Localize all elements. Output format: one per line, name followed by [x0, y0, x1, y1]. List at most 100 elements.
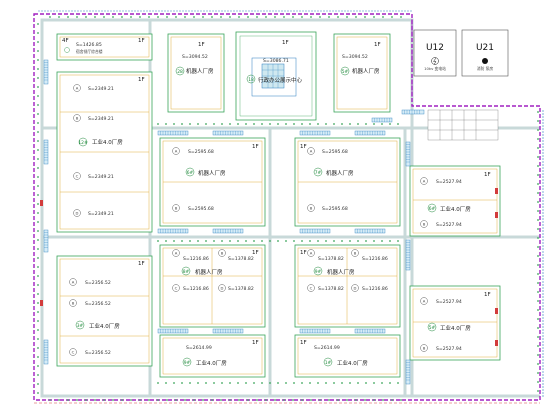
- unit-label: C: [72, 350, 75, 355]
- tree: [181, 382, 183, 384]
- ind-bcl-area: S=2614.99: [186, 345, 212, 351]
- tree: [537, 246, 539, 248]
- robot-mr-floor: 1F: [300, 144, 307, 150]
- ind-rt-floor: 1F: [484, 172, 491, 178]
- unit-label: A: [175, 251, 178, 256]
- tree: [121, 399, 123, 401]
- tree: [37, 140, 39, 142]
- robot-bl-floor: 1F: [252, 250, 259, 256]
- tree: [253, 382, 255, 384]
- tree: [37, 284, 39, 286]
- tree: [205, 240, 207, 242]
- tree: [317, 123, 319, 125]
- tree: [285, 382, 287, 384]
- unit-area: S=2356.52: [85, 280, 111, 286]
- tree: [238, 399, 240, 401]
- ind-bcl-name: 工业4.0厂房: [196, 359, 227, 367]
- u12-sub: 10kv 变电站: [424, 66, 446, 71]
- tree: [76, 399, 78, 401]
- unit-label: A: [76, 86, 79, 91]
- tree: [301, 123, 303, 125]
- tree: [237, 382, 239, 384]
- tree: [37, 167, 39, 169]
- tree: [37, 392, 39, 394]
- robot-tl-name: 机器人厂房: [186, 67, 214, 75]
- ind-rb-name: 工业4.0厂房: [440, 324, 471, 332]
- robot-tr-area: S=3094.52: [342, 54, 368, 60]
- tree: [237, 123, 239, 125]
- tree: [537, 327, 539, 329]
- tree: [391, 399, 393, 401]
- tree: [274, 399, 276, 401]
- tree: [537, 147, 539, 149]
- tree: [112, 399, 114, 401]
- tree: [37, 311, 39, 313]
- robot-br-floor: 1F: [300, 250, 307, 256]
- parking-strip: [43, 339, 49, 365]
- tree: [283, 16, 285, 18]
- tree: [193, 399, 195, 401]
- tree: [309, 240, 311, 242]
- tree: [317, 240, 319, 242]
- trees: [37, 16, 539, 401]
- u12-block: U12 10kv 变电站: [413, 29, 457, 77]
- parking-strip: [157, 130, 189, 136]
- tree: [37, 149, 39, 151]
- tree: [37, 293, 39, 295]
- tree: [309, 123, 311, 125]
- tree: [285, 123, 287, 125]
- tree: [37, 32, 39, 34]
- tree: [292, 399, 294, 401]
- tree: [333, 123, 335, 125]
- tree: [261, 382, 263, 384]
- unit-label: A: [423, 299, 426, 304]
- tree: [537, 390, 539, 392]
- ind-rb-number: 5#: [429, 325, 436, 331]
- tree: [310, 399, 312, 401]
- unit-label: C: [175, 286, 178, 291]
- canteen-marker: [64, 47, 70, 53]
- unit-area: S=2527.94: [436, 222, 462, 228]
- robot-tr-number: 5#: [342, 69, 349, 75]
- robot-ml-floor: 1F: [252, 144, 259, 150]
- unit-label: A: [423, 179, 426, 184]
- tree: [537, 372, 539, 374]
- ind-bcl-number: 9#: [184, 360, 191, 366]
- tree: [37, 356, 39, 358]
- tree: [373, 399, 375, 401]
- tree: [37, 203, 39, 205]
- tree: [37, 221, 39, 223]
- tree: [391, 16, 393, 18]
- tree: [382, 399, 384, 401]
- ind-lb-floor: 1F: [138, 261, 145, 267]
- parking-strip: [405, 359, 411, 385]
- ind-left-bottom: 1F A S=2356.52 B S=2356.52 3# 工业4.0厂房 C …: [56, 255, 153, 367]
- tree: [37, 59, 39, 61]
- tree: [301, 382, 303, 384]
- tree: [328, 16, 330, 18]
- robot-tr-floor: 1F: [374, 42, 381, 48]
- tree: [277, 382, 279, 384]
- parking-strip: [43, 139, 49, 165]
- tree: [37, 194, 39, 196]
- tree: [37, 68, 39, 70]
- tree: [213, 240, 215, 242]
- tree: [283, 399, 285, 401]
- canteen-block: 4F 1F S=1426.85 宿舍餐厅综合楼: [56, 33, 153, 61]
- tree: [37, 176, 39, 178]
- robot-bottom-right: 1F A S=1378.82 B S=1216.86 9# 机器人厂房 C S=…: [294, 244, 401, 328]
- tree: [537, 381, 539, 383]
- parking-strip: [43, 59, 49, 85]
- tree: [537, 165, 539, 167]
- unit-area: S=2349.21: [88, 174, 114, 180]
- tree: [181, 123, 183, 125]
- tree: [382, 16, 384, 18]
- parking-strip: [354, 130, 386, 136]
- office-area: S=3086.71: [263, 58, 289, 64]
- tree: [189, 240, 191, 242]
- tree: [148, 399, 150, 401]
- tree: [221, 240, 223, 242]
- unit-area: S=1216.86: [183, 286, 209, 292]
- parking-strip: [157, 328, 189, 334]
- unit-label: B: [423, 222, 426, 227]
